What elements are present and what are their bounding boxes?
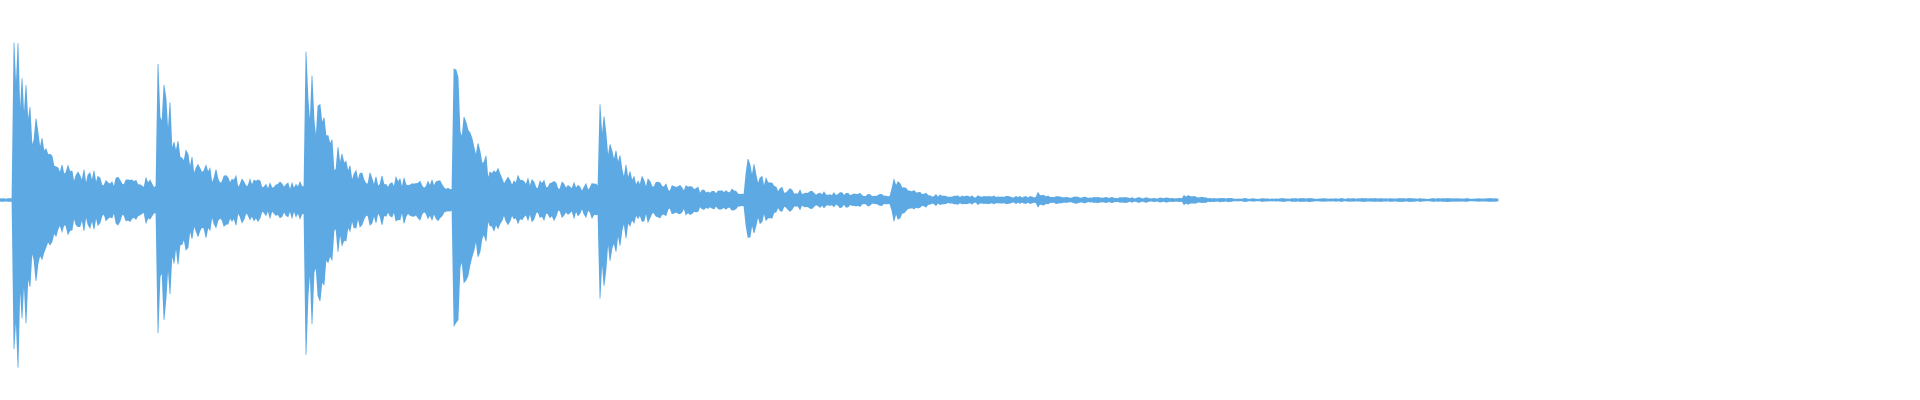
waveform-envelope-lower — [0, 199, 1499, 368]
waveform-envelope-upper — [0, 42, 1499, 201]
